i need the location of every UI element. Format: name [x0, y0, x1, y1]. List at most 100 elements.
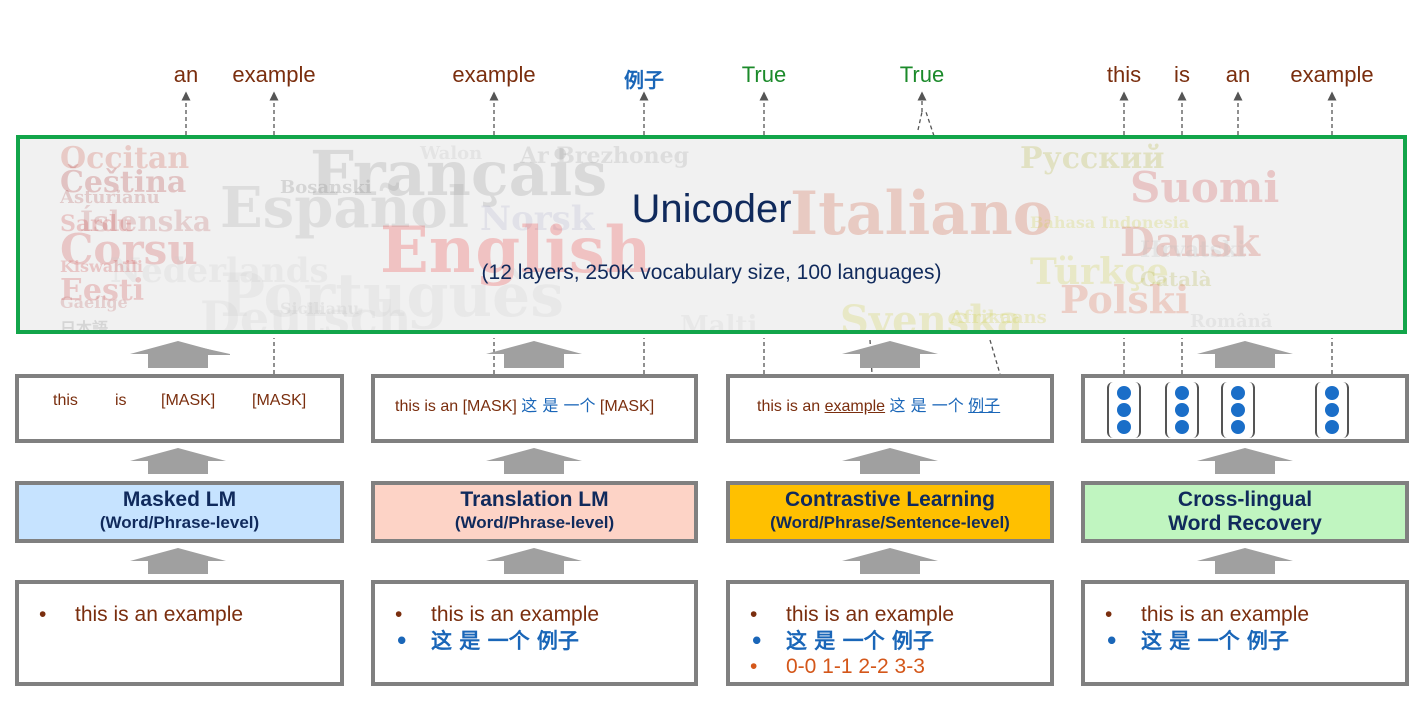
data-box-parallel-2: this is an example 这 是 一个 例子 [1081, 580, 1409, 686]
model-subtitle: (12 layers, 250K vocabulary size, 100 la… [481, 261, 942, 284]
data-box-aligned: this is an example 这 是 一个 例子 0-0 1-1 2-2… [726, 580, 1054, 686]
output-token: True [741, 62, 787, 87]
data-item: 0-0 1-1 2-2 3-3 [730, 654, 1050, 680]
task-translation-lm: Translation LM (Word/Phrase-level) [371, 481, 698, 543]
task-name: Translation LM [460, 488, 609, 511]
flow-arrow [130, 341, 226, 368]
watermark-word: Polski [1060, 277, 1190, 322]
task-name: Contrastive Learning [784, 488, 996, 511]
watermark-word: Français [310, 137, 608, 210]
watermark-word: Español [220, 175, 469, 241]
output-token: True [899, 62, 945, 87]
input-word: example [824, 398, 886, 415]
output-token: example [232, 62, 316, 87]
flow-arrow [486, 341, 582, 368]
input-zh-word: 例子 [968, 396, 1001, 415]
watermark-word: English [380, 213, 652, 288]
watermark-word: Occitan [60, 141, 190, 176]
data-item: this is an example [1085, 602, 1405, 628]
watermark-word: Română [1190, 311, 1273, 332]
task-level: (Word/Phrase-level) [99, 513, 260, 532]
watermark-word: Svenska [840, 297, 1023, 334]
output-token: an [1225, 62, 1251, 87]
watermark-word: Walon [420, 143, 483, 164]
task-word-recovery: Cross-lingual Word Recovery [1081, 481, 1409, 543]
task-name: Cross-lingual [1177, 488, 1313, 511]
watermark-word: Norsk [480, 199, 595, 239]
flow-arrow [1197, 341, 1293, 368]
contrastive-input: this is an example 这 是 一个 例子 [757, 392, 1000, 416]
input-en: this is an [757, 398, 821, 415]
task-contrastive-learning: Contrastive Learning (Word/Phrase/Senten… [726, 481, 1054, 543]
flow-arrow [1197, 548, 1293, 574]
watermark-word: Русский [1020, 141, 1165, 176]
translation-input: this is an [MASK] 这 是 一个 [MASK] [395, 392, 654, 416]
watermark-word: Hrvatski [1140, 237, 1246, 263]
input-token: this [53, 392, 78, 409]
output-token: this [1106, 62, 1142, 87]
flow-arrow [842, 548, 938, 574]
watermark-word: Corsu [60, 225, 198, 274]
watermark-word: Português [220, 261, 565, 331]
input-token: is [115, 392, 127, 409]
model-title: Unicoder [631, 187, 792, 231]
embedding-input-box [1081, 374, 1409, 443]
embedding-vector [1221, 382, 1255, 438]
watermark-word: Italiano [790, 179, 1053, 249]
watermark-word: Dansk [1120, 219, 1260, 266]
translation-input-box: this is an [MASK] 这 是 一个 [MASK] [371, 374, 698, 443]
input-zh: 这 是 一个 [521, 396, 596, 415]
watermark-word: Sicilianu [280, 299, 360, 318]
watermark-word: Català [1140, 267, 1212, 291]
watermark-word: 日本語 [60, 319, 109, 334]
input-token: [MASK] [252, 392, 307, 409]
task-level: (Word/Phrase-level) [454, 513, 615, 532]
output-token: example [452, 62, 536, 87]
data-item: this is an example [375, 602, 694, 628]
watermark-word: Kiswahili [60, 257, 143, 276]
contrastive-input-box: this is an example 这 是 一个 例子 [726, 374, 1054, 443]
flow-arrow [1197, 448, 1293, 474]
embedding-vector [1107, 382, 1141, 438]
masked-input-box: this is [MASK] [MASK] [15, 374, 344, 443]
data-box-parallel: this is an example 这 是 一个 例子 [371, 580, 698, 686]
flow-arrow [486, 548, 582, 574]
watermark-word: Sardu [60, 211, 134, 237]
data-item: 这 是 一个 例子 [1085, 628, 1405, 654]
task-level: Word Recovery [1168, 512, 1322, 535]
output-token: is [1174, 62, 1190, 87]
watermark-word: Türkçe [1030, 251, 1169, 293]
task-level: (Word/Phrase/Sentence-level) [770, 513, 1010, 532]
watermark-word: Suomi [1130, 163, 1280, 212]
watermark-word: Nederlands [110, 251, 329, 291]
watermark-word: Eesti [60, 273, 145, 308]
data-item: this is an example [730, 602, 1050, 628]
output-token: 例子 [624, 68, 664, 92]
flow-arrow [842, 448, 938, 474]
input-token: [MASK] [161, 392, 216, 409]
watermark-word: Deutsch [200, 291, 412, 334]
flow-arrow [486, 448, 582, 474]
flow-arrow [130, 548, 226, 574]
data-item: 这 是 一个 例子 [375, 628, 694, 654]
input-zh: 这 是 一个 [889, 396, 964, 415]
embedding-vector [1165, 382, 1199, 438]
output-token: example [1290, 62, 1374, 87]
watermark-word: Afrikaans [950, 307, 1047, 328]
data-item: this is an example [19, 602, 340, 628]
watermark-word: Íslenska [80, 205, 211, 238]
flow-arrow [842, 341, 938, 368]
watermark-word: Bosanski [280, 177, 372, 198]
task-masked-lm: Masked LM (Word/Phrase-level) [15, 481, 344, 543]
watermark-word: Asturianu [60, 187, 160, 208]
embedding-vector [1315, 382, 1349, 438]
watermark-word: Ar Brezhoneg [520, 143, 690, 169]
watermark-word: Čeština [60, 165, 187, 200]
flow-arrow [130, 448, 226, 474]
watermark-word: Bahasa Indonesia [1030, 213, 1190, 232]
task-name: Masked LM [122, 488, 237, 511]
input-mask: [MASK] [599, 398, 655, 415]
data-box-monolingual: this is an example [15, 580, 344, 686]
